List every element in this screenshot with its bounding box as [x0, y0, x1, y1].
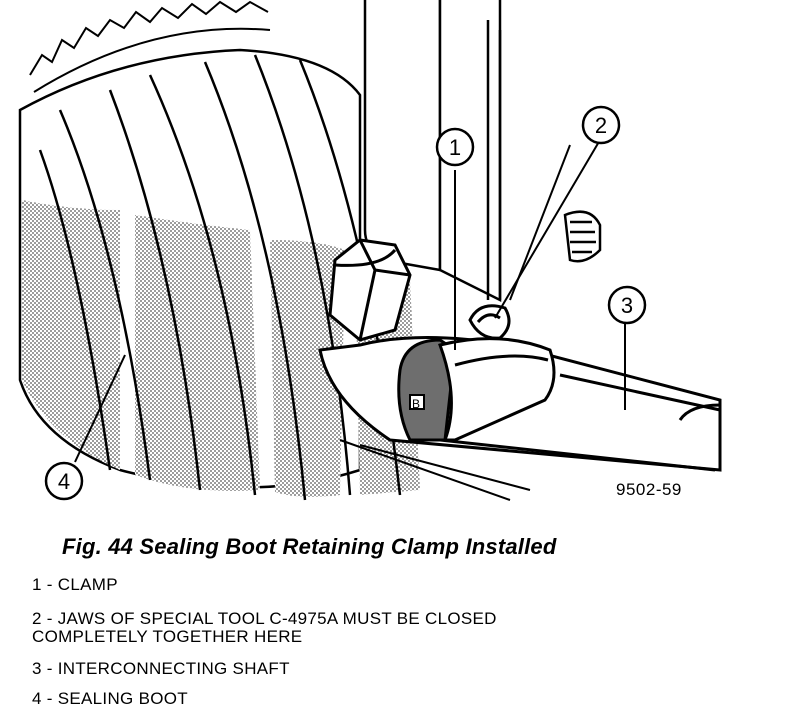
- figure-id-label: 9502-59: [616, 480, 682, 499]
- legend-item-jaws-line1: 2 - JAWS OF SPECIAL TOOL C-4975A MUST BE…: [32, 609, 497, 628]
- svg-text:2: 2: [595, 113, 607, 138]
- callout-4: 4: [44, 461, 84, 501]
- svg-text:3: 3: [621, 293, 633, 318]
- callout-1: 1: [435, 127, 475, 167]
- leader-lines: [74, 139, 626, 501]
- callout-3: 3: [607, 285, 647, 325]
- stud-nut: [563, 210, 602, 263]
- legend-item-jaws: 2 - JAWS OF SPECIAL TOOL C-4975A MUST BE…: [32, 610, 497, 646]
- retaining-clamp: B: [397, 304, 556, 442]
- figure-caption: Fig. 44 Sealing Boot Retaining Clamp Ins…: [62, 534, 557, 559]
- hex-bolt: [328, 238, 412, 342]
- callout-2: 2: [581, 105, 621, 145]
- svg-text:4: 4: [58, 469, 70, 494]
- sealing-boot: [18, 48, 420, 501]
- svg-text:1: 1: [449, 135, 461, 160]
- technical-illustration: B 1 2 3 4: [18, 0, 722, 501]
- legend-item-boot: 4 - SEALING BOOT: [32, 689, 188, 708]
- svg-text:B: B: [412, 397, 420, 411]
- legend-item-jaws-line2: COMPLETELY TOGETHER HERE: [32, 627, 303, 646]
- legend-item-shaft: 3 - INTERCONNECTING SHAFT: [32, 659, 290, 678]
- legend-item-clamp: 1 - CLAMP: [32, 575, 118, 594]
